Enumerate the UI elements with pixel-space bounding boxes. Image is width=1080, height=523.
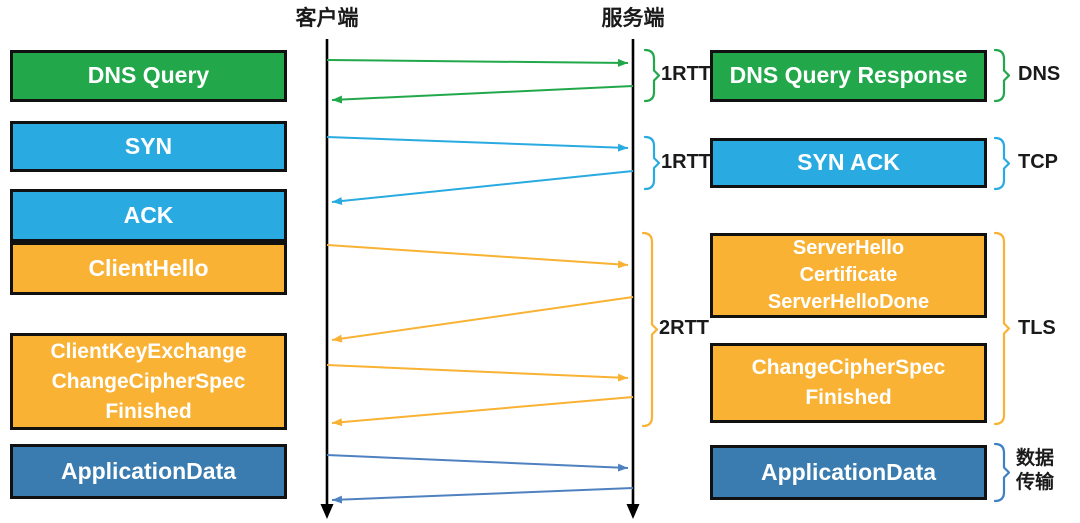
rtt-label-tcp: 1RTT	[661, 151, 711, 173]
box-label: ClientKeyExchange	[50, 339, 247, 363]
arrow-change-cipher-spec	[331, 396, 634, 427]
client-msg-application-data: ApplicationData	[10, 444, 287, 499]
group-label-tcp: TCP	[1018, 151, 1058, 173]
arrow-server-hello	[331, 296, 634, 343]
rtt-label-dns: 1RTT	[661, 63, 711, 85]
group-brace-dns	[993, 48, 1011, 103]
server-msg-application-data: ApplicationData	[710, 445, 987, 500]
arrow-dns-query-response	[331, 85, 634, 104]
rtt-brace-tcp	[643, 135, 661, 191]
group-brace-tls	[993, 231, 1011, 426]
client-msg-ack: ACK	[10, 189, 287, 242]
group-label-line: 数据	[1016, 448, 1055, 469]
arrow-syn	[326, 136, 629, 152]
arrow-dns-query	[326, 58, 629, 67]
box-label: ServerHelloDone	[767, 291, 930, 313]
group-brace-tcp	[993, 136, 1011, 191]
server-lifeline	[626, 39, 640, 519]
box-label: Finished	[805, 386, 892, 409]
group-label-data-transfer: 数据 传输	[1016, 447, 1054, 495]
client-msg-client-hello: ClientHello	[10, 242, 287, 295]
server-msg-change-cipher-spec: ChangeCipherSpec Finished	[710, 343, 987, 423]
lifeline-end-arrow-icon	[320, 504, 334, 519]
server-msg-dns-query-response: DNS Query Response	[710, 50, 987, 102]
arrow-application-data-up	[326, 454, 629, 472]
lifeline-end-arrow-icon	[626, 504, 640, 519]
rtt-brace-dns	[643, 48, 661, 103]
box-label: ApplicationData	[60, 457, 237, 484]
box-label: Certificate	[799, 264, 898, 286]
client-lifeline-title: 客户端	[295, 7, 359, 30]
group-label-line: 传输	[1016, 472, 1055, 493]
group-brace-data	[993, 442, 1011, 503]
box-label: ACK	[123, 201, 174, 228]
arrow-client-hello	[326, 244, 629, 269]
box-label: ChangeCipherSpec	[51, 369, 246, 393]
arrow-syn-ack	[331, 170, 634, 205]
client-msg-syn: SYN	[10, 121, 287, 172]
arrow-client-key-exchange	[326, 364, 629, 382]
group-label-dns: DNS	[1018, 63, 1061, 85]
box-label: SYN	[124, 132, 173, 159]
group-label-tls: TLS	[1018, 317, 1056, 339]
box-label: ClientHello	[88, 254, 209, 281]
rtt-brace-tls	[641, 231, 659, 428]
server-msg-server-hello: ServerHello Certificate ServerHelloDone	[710, 233, 987, 318]
server-msg-syn-ack: SYN ACK	[710, 138, 987, 188]
box-label: ApplicationData	[760, 458, 937, 485]
client-msg-dns-query: DNS Query	[10, 50, 287, 102]
server-lifeline-title: 服务端	[601, 7, 665, 30]
box-label: DNS Query	[87, 62, 210, 89]
box-label: ServerHello	[792, 237, 905, 259]
box-label: Finished	[105, 399, 192, 423]
box-label: ChangeCipherSpec	[751, 356, 946, 379]
rtt-label-tls: 2RTT	[659, 317, 709, 339]
arrow-application-data-down	[331, 487, 634, 504]
box-label: SYN ACK	[797, 149, 900, 176]
box-label: DNS Query Response	[729, 62, 968, 89]
client-lifeline	[320, 39, 334, 519]
client-msg-client-key-exchange: ClientKeyExchange ChangeCipherSpec Finis…	[10, 333, 287, 430]
